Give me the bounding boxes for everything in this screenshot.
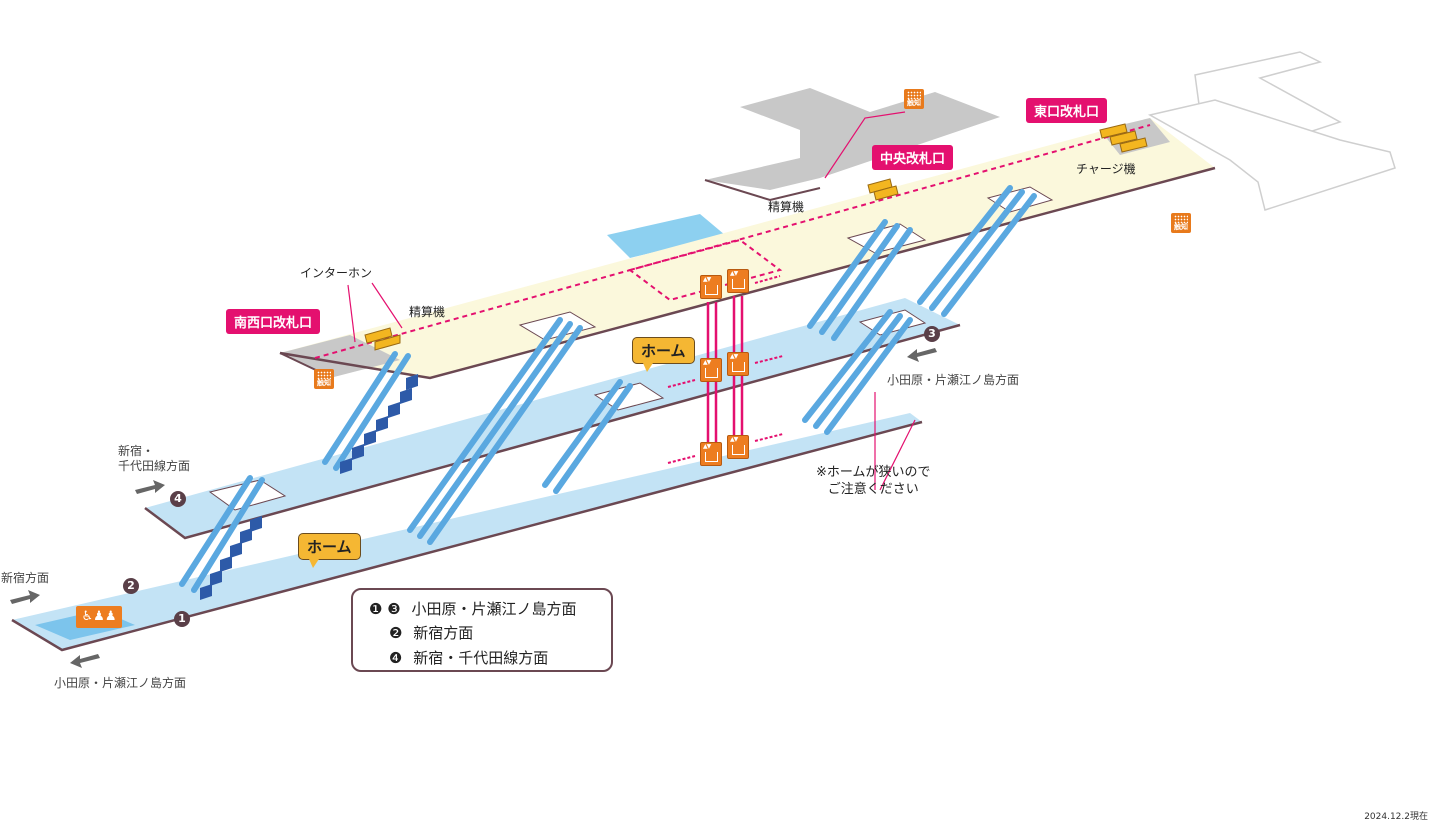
elevator-icon [700, 358, 722, 382]
escalators [179, 185, 1037, 593]
platform-label-upper: ホーム [632, 337, 695, 372]
elevator-arrows [667, 275, 784, 464]
charge-machine-label: チャージ機 [1076, 162, 1136, 176]
elevator-icon [700, 442, 722, 466]
intercom-label: インターホン [300, 266, 373, 280]
narrow-platform-note: ※ホームが狭いので ご注意ください [816, 465, 931, 497]
fare-adjust-label-west: 精算機 [409, 305, 446, 319]
exterior-outline [1147, 51, 1396, 211]
stairs [200, 374, 418, 600]
tactile-map-icon: 触知 [904, 89, 924, 109]
legend-row-3-text: 新宿・千代田線方面 [413, 649, 549, 667]
legend-row-2-text: 新宿方面 [413, 624, 474, 642]
elevator-icon [727, 269, 749, 293]
accessible-toilet-icon: ♿♟♟ [76, 606, 122, 628]
legend-row-2: ❷ 新宿方面 [389, 622, 473, 643]
legend-row-1: ❶ ❸ 小田原・片瀬江ノ島方面 [369, 598, 576, 619]
fare-adjust-label-central: 精算機 [768, 200, 805, 214]
route-lines [314, 124, 1151, 359]
gate-south-west: 南西口改札口 [226, 309, 321, 334]
elevator-icon [700, 275, 722, 299]
legend-row-3-num: ❹ [389, 649, 403, 667]
elevator-icon [727, 435, 749, 459]
direction-arrows [10, 348, 937, 668]
platform-label-lower: ホーム [298, 533, 361, 568]
leader-lines [347, 111, 916, 491]
direction-shinjuku-chiyoda: 新宿・ 千代田線方面 [118, 444, 191, 473]
elevator-icon [727, 352, 749, 376]
track-number-4: 4 [170, 491, 186, 507]
legend: ❶ ❸ 小田原・片瀬江ノ島方面 ❷ 新宿方面 ❹ 新宿・千代田線方面 [351, 588, 613, 672]
legend-row-1-text: 小田原・片瀬江ノ島方面 [411, 600, 577, 618]
track-number-1: 1 [174, 611, 190, 627]
legend-row-1-nums: ❶ ❸ [369, 600, 401, 618]
direction-odawara-upper: 小田原・片瀬江ノ島方面 [887, 373, 1020, 387]
upper-platform [144, 298, 961, 540]
gate-central: 中央改札口 [872, 145, 954, 170]
ticket-gates [364, 123, 1148, 351]
direction-shinjuku: 新宿方面 [1, 571, 50, 585]
direction-odawara-lower: 小田原・片瀬江ノ島方面 [54, 676, 187, 690]
legend-row-2-num: ❷ [389, 624, 403, 642]
concourse-deck [279, 118, 1216, 380]
track-number-3: 3 [924, 326, 940, 342]
tactile-map-icon: 触知 [1171, 213, 1191, 233]
track-number-2: 2 [123, 578, 139, 594]
tactile-map-icon: 触知 [314, 369, 334, 389]
upper-concourse-gray [607, 88, 1000, 258]
legend-row-3: ❹ 新宿・千代田線方面 [389, 647, 548, 668]
as-of-date: 2024.12.2現在 [1364, 812, 1428, 822]
gate-east: 東口改札口 [1026, 98, 1108, 123]
